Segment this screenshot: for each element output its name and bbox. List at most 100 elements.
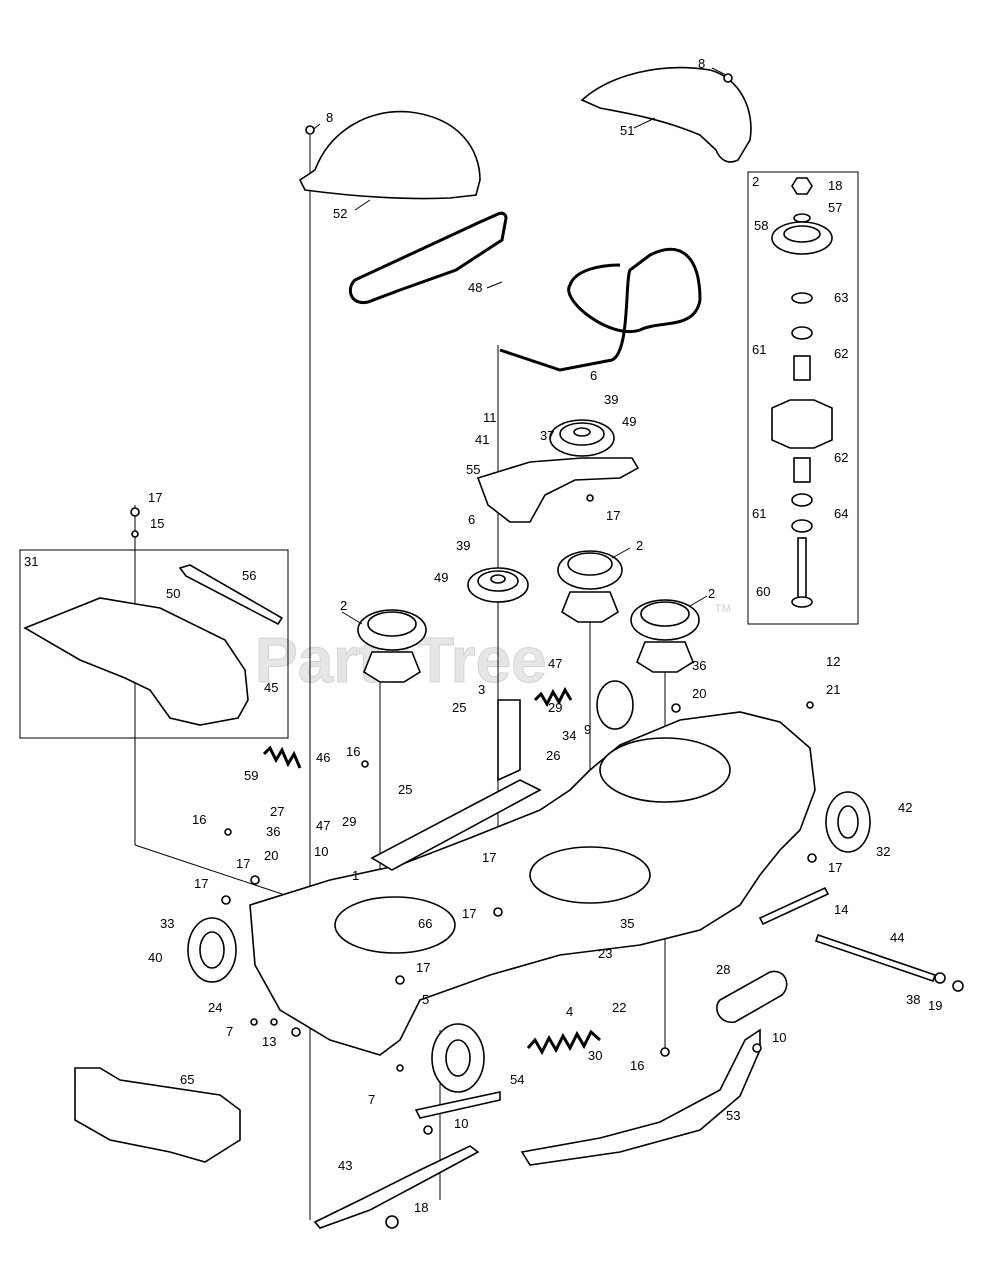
- gauge-wheel-33: [187, 917, 237, 983]
- callout-62-upper: 62: [834, 346, 848, 361]
- callout-7-left: 7: [226, 1024, 233, 1039]
- belt-cover-51: [580, 66, 752, 163]
- callout-35: 35: [620, 916, 634, 931]
- baffle-54: [414, 1091, 501, 1119]
- hardware-fasteners: [130, 73, 964, 1229]
- callout-6-upper: 6: [590, 368, 597, 383]
- callout-2-inset: 2: [752, 174, 759, 189]
- gauge-wheel-front: [431, 1023, 485, 1093]
- spindle-assembly-exploded: [771, 177, 833, 608]
- callout-5: 5: [422, 992, 429, 1007]
- deck-spindle-opening-right: [599, 737, 731, 803]
- callout-16-upper: 16: [346, 744, 360, 759]
- mower-blade-43: [313, 1145, 480, 1229]
- callout-47-lower: 47: [316, 818, 330, 833]
- callout-17-far-left: 17: [194, 876, 208, 891]
- callout-56: 56: [242, 568, 256, 583]
- callout-22: 22: [612, 1000, 626, 1015]
- callout-60: 60: [756, 584, 770, 599]
- deck-hanger-bracket-3: [497, 699, 521, 782]
- callout-25-upper: 25: [452, 700, 466, 715]
- callout-9: 9: [584, 722, 591, 737]
- spring-47: [533, 686, 573, 708]
- callout-52: 52: [333, 206, 347, 221]
- callout-17-wheel: 17: [828, 860, 842, 875]
- callout-20-right: 20: [692, 686, 706, 701]
- callout-28: 28: [716, 962, 730, 977]
- callout-10-right: 10: [772, 1030, 786, 1045]
- callout-19: 19: [928, 998, 942, 1013]
- deck-stabilizer-53: [520, 1028, 761, 1166]
- callout-38: 38: [906, 992, 920, 1007]
- callout-30: 30: [588, 1048, 602, 1063]
- discharge-shield-65: [74, 1067, 241, 1163]
- callout-4: 4: [566, 1004, 573, 1019]
- callout-46: 46: [316, 750, 330, 765]
- callout-24: 24: [208, 1000, 222, 1015]
- deck-hanger-bracket-25: [370, 779, 542, 871]
- callout-29-upper: 29: [548, 700, 562, 715]
- callout-48: 48: [468, 280, 482, 295]
- callout-17-deck: 17: [416, 960, 430, 975]
- callout-21: 21: [826, 682, 840, 697]
- deck-spindle-opening-left: [334, 896, 456, 954]
- callout-55: 55: [466, 462, 480, 477]
- callout-17-baffle: 17: [148, 490, 162, 505]
- callout-63: 63: [834, 290, 848, 305]
- callout-18-inset: 18: [828, 178, 842, 193]
- callout-45: 45: [264, 680, 278, 695]
- callout-27: 27: [270, 804, 284, 819]
- callout-39-lower: 39: [456, 538, 470, 553]
- callout-3: 3: [478, 682, 485, 697]
- callout-10-lower: 10: [454, 1116, 468, 1131]
- callout-29-lower: 29: [342, 814, 356, 829]
- callout-57: 57: [828, 200, 842, 215]
- callout-15: 15: [150, 516, 164, 531]
- callout-62-lower: 62: [834, 450, 848, 465]
- callout-49-lower: 49: [434, 570, 448, 585]
- callout-8: 8: [326, 110, 333, 125]
- callout-23: 23: [598, 946, 612, 961]
- callout-58: 58: [754, 218, 768, 233]
- spindle-pulley-left: [357, 609, 427, 683]
- callout-49-upper: 49: [622, 414, 636, 429]
- spindle-pulley-middle: [557, 550, 623, 623]
- callout-42: 42: [898, 800, 912, 815]
- callout-18-blade: 18: [414, 1200, 428, 1215]
- callout-61-lower: 61: [752, 506, 766, 521]
- idler-pulley-49-upper: [549, 419, 615, 457]
- callout-47-upper: 47: [548, 656, 562, 671]
- gauge-wheel-32: [825, 791, 871, 853]
- part-callouts: 8 51 8 52 48 2 18 57 58 63 61 62 62 61 6…: [24, 56, 942, 1215]
- deck-spindle-opening-middle: [529, 846, 651, 904]
- belt-cover-52: [298, 110, 481, 200]
- callout-25-lower: 25: [398, 782, 412, 797]
- callout-6-lower: 6: [468, 512, 475, 527]
- callout-33: 33: [160, 916, 174, 931]
- idler-bracket-55: [476, 457, 640, 523]
- drive-belt-48: [348, 211, 702, 372]
- callout-36-left: 36: [266, 824, 280, 839]
- callout-7-lower: 7: [368, 1092, 375, 1107]
- inset-box-31: [19, 549, 289, 739]
- callout-41: 41: [475, 432, 489, 447]
- lift-rod-44: [814, 933, 937, 983]
- callout-2-right: 2: [708, 586, 715, 601]
- callout-59: 59: [244, 768, 258, 783]
- callout-2-middle: 2: [636, 538, 643, 553]
- callout-53: 53: [726, 1108, 740, 1123]
- spring-30: [526, 1029, 601, 1056]
- callout-65: 65: [180, 1072, 194, 1087]
- callout-10-upper: 10: [314, 844, 328, 859]
- callout-16-left: 16: [192, 812, 206, 827]
- callout-2-left: 2: [340, 598, 347, 613]
- callout-64: 64: [834, 506, 848, 521]
- callout-66: 66: [418, 916, 432, 931]
- callout-17-left: 17: [236, 856, 250, 871]
- callout-14: 14: [834, 902, 848, 917]
- discharge-baffle-45: [23, 597, 249, 726]
- callout-12: 12: [826, 654, 840, 669]
- callout-50: 50: [166, 586, 180, 601]
- inset-box-2: [747, 171, 859, 625]
